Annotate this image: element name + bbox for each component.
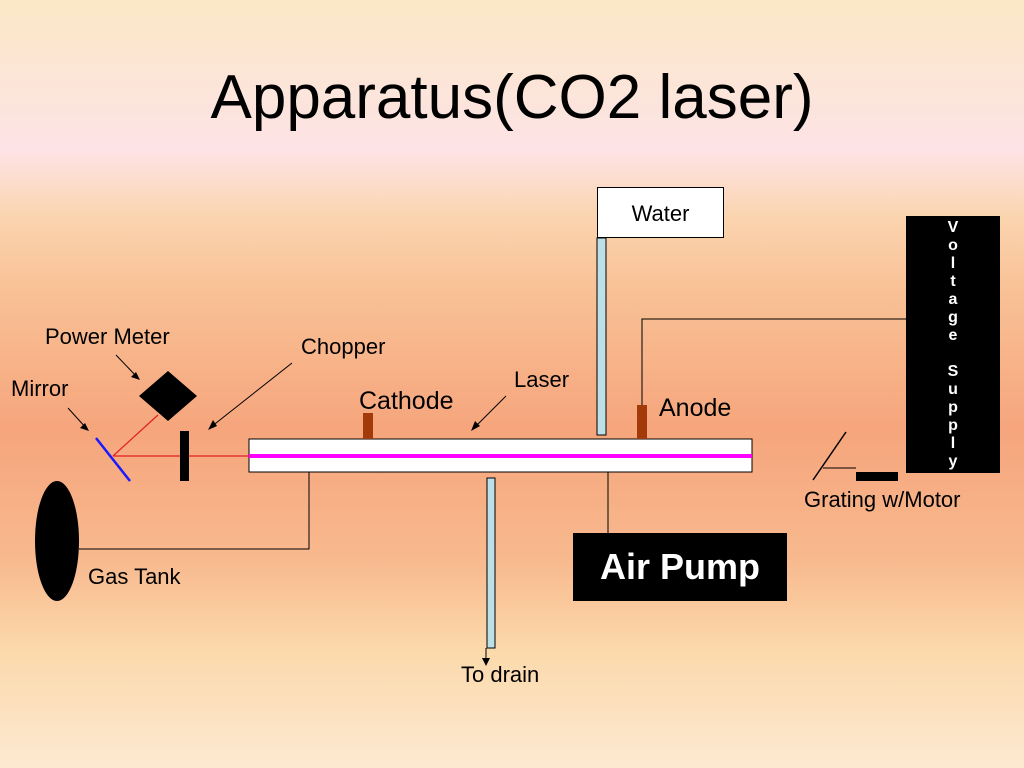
slide-title: Apparatus(CO2 laser) bbox=[210, 63, 814, 132]
voltage-letter: p bbox=[948, 399, 958, 416]
water-inlet-pipe bbox=[596, 237, 607, 436]
anode-label: Anode bbox=[659, 394, 732, 422]
chopper-label: Chopper bbox=[301, 334, 386, 359]
voltage-letter: V bbox=[947, 219, 959, 236]
to-drain-label: To drain bbox=[461, 662, 540, 687]
chopper-arrow-head bbox=[208, 420, 217, 430]
drain-pipe bbox=[486, 477, 496, 649]
cathode-electrode bbox=[363, 413, 373, 439]
voltage-letter: t bbox=[950, 273, 956, 290]
laser-label: Laser bbox=[514, 367, 570, 392]
voltage-supply-label: V o l t a g e S u p p l y bbox=[906, 220, 1000, 470]
voltage-letter: a bbox=[948, 291, 958, 308]
cathode-label: Cathode bbox=[359, 387, 454, 415]
voltage-letter: l bbox=[950, 435, 956, 452]
chopper-shape bbox=[180, 431, 189, 481]
grating-motor bbox=[856, 472, 898, 481]
anode-wire bbox=[641, 318, 906, 405]
voltage-letter bbox=[951, 346, 955, 362]
gas-tank-shape bbox=[35, 481, 79, 601]
water-box: Water bbox=[597, 187, 724, 238]
drain-arrow-head bbox=[482, 658, 490, 666]
power-meter-label: Power Meter bbox=[45, 324, 170, 349]
laser-arrow bbox=[473, 395, 507, 429]
mirror-label: Mirror bbox=[11, 376, 69, 401]
gas-tank-label: Gas Tank bbox=[88, 564, 181, 589]
mirror-arrow-head bbox=[80, 423, 89, 431]
voltage-letter: p bbox=[948, 417, 958, 434]
chopper-arrow bbox=[210, 362, 293, 428]
voltage-letter: o bbox=[948, 237, 958, 254]
air-pump-box: Air Pump bbox=[573, 533, 787, 601]
voltage-letter: g bbox=[948, 309, 958, 326]
grating-label: Grating w/Motor bbox=[804, 487, 961, 512]
laser-arrow-head bbox=[471, 421, 480, 431]
anode-electrode bbox=[637, 405, 647, 439]
reflected-beam bbox=[112, 414, 159, 457]
grating-shape bbox=[812, 431, 847, 481]
voltage-letter: e bbox=[948, 327, 958, 344]
mirror-shape bbox=[95, 437, 131, 482]
voltage-supply-box: V o l t a g e S u p p l y bbox=[906, 216, 1000, 473]
voltage-letter: l bbox=[950, 255, 956, 272]
voltage-letter: u bbox=[948, 381, 958, 398]
gas-hose bbox=[79, 472, 310, 550]
power-meter-arrow-head bbox=[131, 372, 140, 380]
voltage-letter: S bbox=[947, 363, 959, 380]
power-meter-shape bbox=[139, 371, 197, 421]
voltage-letter: y bbox=[948, 453, 958, 470]
